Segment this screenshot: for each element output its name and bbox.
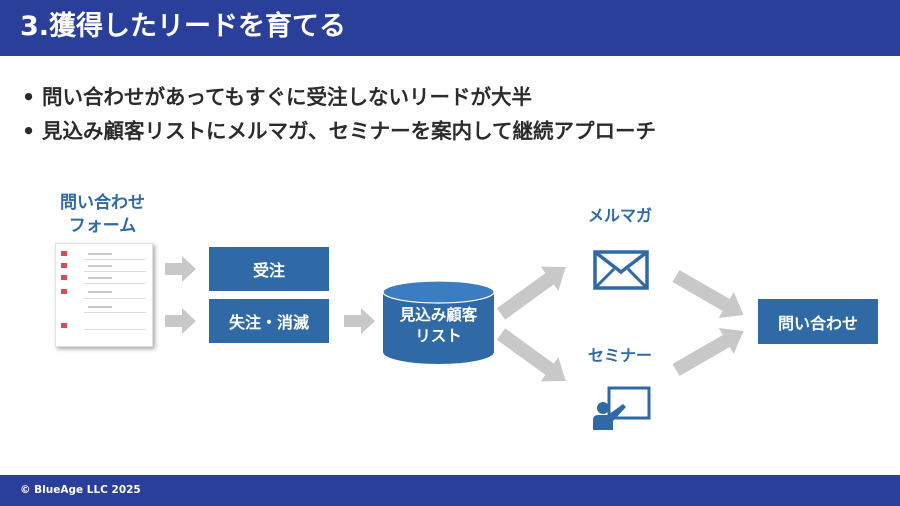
arrow-icon <box>165 256 196 282</box>
arrow-icon <box>672 269 744 318</box>
arrow-icon <box>496 266 566 320</box>
arrow-icon <box>672 328 744 377</box>
arrow-icon <box>344 308 375 334</box>
bullet-text: 問い合わせがあってもすぐに受注しないリードが大半 <box>42 85 532 109</box>
prospect-list-line1: 見込み顧客 <box>399 306 478 324</box>
lost-box: 失注・消滅 <box>209 299 329 343</box>
presentation-icon <box>593 386 651 430</box>
prospect-list-line2: リスト <box>415 327 462 345</box>
envelope-icon <box>593 250 649 290</box>
bullet-text: 見込み顧客リストにメルマガ、セミナーを案内して継続アプローチ <box>42 119 656 143</box>
mail-magazine-label: メルマガ <box>587 206 652 225</box>
inquiry-form-thumbnail <box>55 243 153 347</box>
arrow-icon <box>165 308 196 334</box>
seminar-label: セミナー <box>587 346 652 365</box>
bullet-item: •問い合わせがあってもすぐに受注しないリードが大半 <box>22 85 532 109</box>
slide-footer: © BlueAge LLC 2025 <box>0 475 900 506</box>
slide-title: 3.獲得したリードを育てる <box>20 11 347 42</box>
database-icon <box>382 280 495 364</box>
form-label: 問い合わせ フォーム <box>40 192 165 238</box>
form-label-line2: フォーム <box>68 216 137 236</box>
order-box: 受注 <box>209 247 329 291</box>
bullet-item: •見込み顧客リストにメルマガ、セミナーを案内して継続アプローチ <box>22 119 656 143</box>
slide-header: 3.獲得したリードを育てる <box>0 0 900 56</box>
prospect-list-label: 見込み顧客 リスト <box>382 305 495 347</box>
inquiry-box: 問い合わせ <box>758 299 878 344</box>
form-label-line1: 問い合わせ <box>60 193 145 213</box>
arrow-icon <box>496 328 566 382</box>
bullet-list: •問い合わせがあってもすぐに受注しないリードが大半 •見込み顧客リストにメルマガ… <box>22 80 656 148</box>
copyright-text: © BlueAge LLC 2025 <box>20 484 141 496</box>
